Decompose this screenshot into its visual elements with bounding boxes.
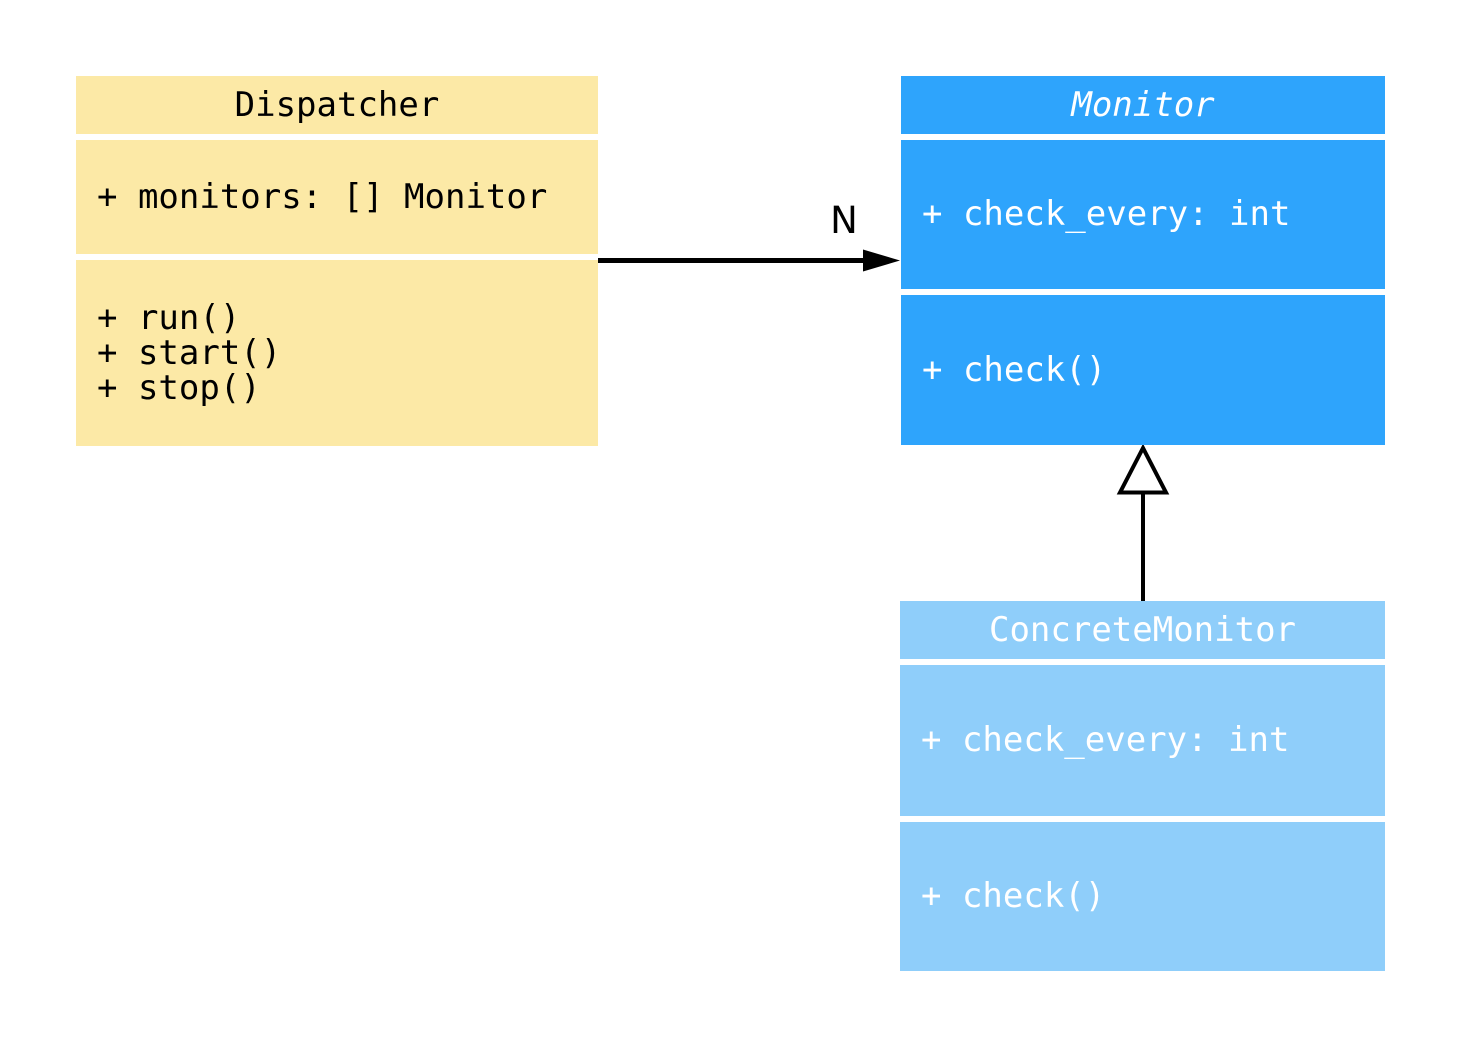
class-methods-section: + run() + start() + stop() [76, 260, 598, 446]
class-attributes-section: + check_every: int [900, 665, 1385, 816]
class-method: + check() [921, 876, 1106, 916]
class-box-dispatcher: Dispatcher + monitors: [] Monitor + run(… [76, 76, 598, 446]
class-attributes-section: + check_every: int [901, 140, 1385, 289]
class-method: + check() [922, 349, 1107, 390]
class-box-concrete-monitor: ConcreteMonitor + check_every: int + che… [900, 601, 1385, 971]
class-title: Monitor [901, 76, 1385, 134]
class-attributes-section: + monitors: [] Monitor [76, 140, 598, 254]
class-methods-section: + check() [900, 822, 1385, 971]
class-box-monitor: Monitor + check_every: int + check() [901, 76, 1385, 445]
class-method: + start() [97, 332, 282, 373]
class-attribute: + check_every: int [921, 720, 1290, 760]
association-arrowhead-icon [863, 249, 900, 272]
class-attribute: + check_every: int [922, 194, 1291, 234]
association-multiplicity-label: N [830, 199, 858, 242]
class-method: + run() [97, 297, 241, 338]
class-method: + stop() [97, 367, 261, 408]
class-title: ConcreteMonitor [900, 601, 1385, 659]
inheritance-triangle-icon [1116, 443, 1170, 495]
class-attribute: + monitors: [] Monitor [97, 176, 548, 217]
class-title: Dispatcher [76, 76, 598, 134]
class-methods-section: + check() [901, 295, 1385, 445]
